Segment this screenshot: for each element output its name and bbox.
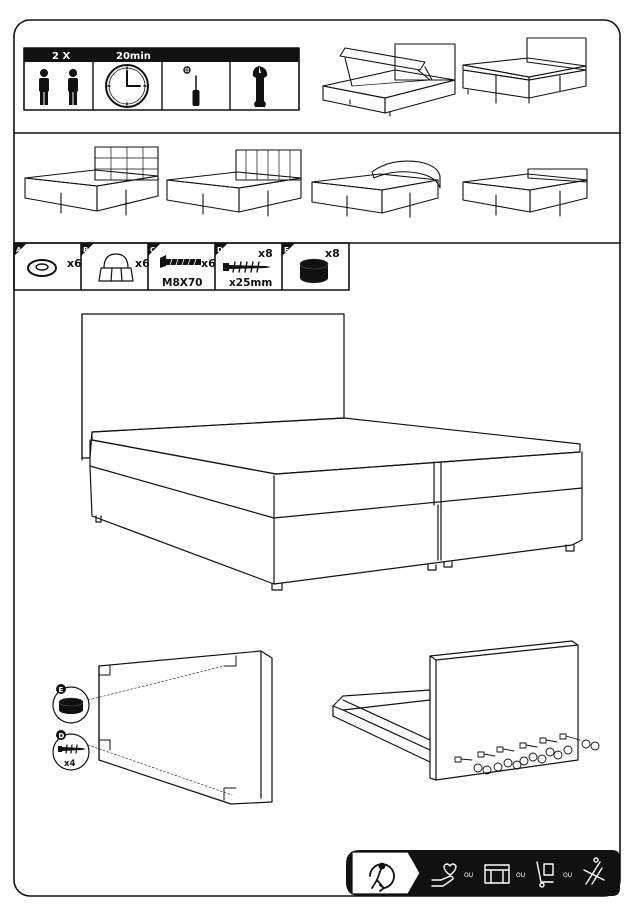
time-label: 20min [116,51,151,62]
shop-icon [484,864,510,884]
open-storage-bed-illustration [322,43,456,117]
foot-icon [299,258,329,283]
parts-table: A B C D E x6 x6 x6 M8X70 [13,242,350,291]
part-letter-c: C [150,246,155,254]
part-letter-d: D [217,246,223,254]
part-letter-a: A [16,246,22,254]
bed-variant-rounded [311,160,441,218]
phillips-screwdriver-icon [183,66,200,106]
bed-variant-low-headboard [462,168,588,217]
page-border [13,19,621,897]
step-part-d-label: D [59,732,65,740]
or-label-2: OU [516,872,525,879]
dismantle-icon [583,857,605,885]
wrench-icon [252,66,268,107]
bolt-icon [160,255,201,268]
step-screw-icon [58,744,86,754]
assembled-bed-illustration [462,37,587,104]
part-qty-d: x8 [258,247,273,260]
base-panel-feet-step: E D x4 [52,650,273,805]
part-qty-a: x6 [67,257,82,270]
requirements-table: 2 X 20min [23,47,300,111]
persons-label: 2 X [52,51,70,62]
screw-icon [223,261,271,273]
part-qty-e: x8 [325,247,340,260]
clock-icon [105,64,149,108]
two-persons-icon [39,69,78,105]
headboard-bolting-step [332,640,600,781]
part-letter-b: B [83,246,88,254]
or-label-3: OU [563,872,572,879]
trolley-icon [536,861,554,888]
part-qty-c: x6 [201,257,216,270]
part-letter-e: E [284,246,289,254]
bed-variant-vertical-channel [166,149,302,217]
part-caption-c: M8X70 [162,277,202,289]
cap-nut-icon [98,253,134,282]
part-caption-d: x25mm [229,277,272,289]
part-qty-b: x6 [135,257,150,270]
donate-hand-icon [431,863,457,887]
washer-icon [27,259,57,277]
step-qty-d: x4 [64,759,75,769]
bed-variant-square-tufted [24,146,159,216]
bolt-hardware-set [454,733,600,775]
step-part-e-label: E [59,686,64,694]
or-label-1: OU [464,872,473,879]
recycle-person-icon [369,862,395,892]
recycling-banner: OU OU OU [346,850,620,896]
main-bed-illustration [81,313,583,591]
